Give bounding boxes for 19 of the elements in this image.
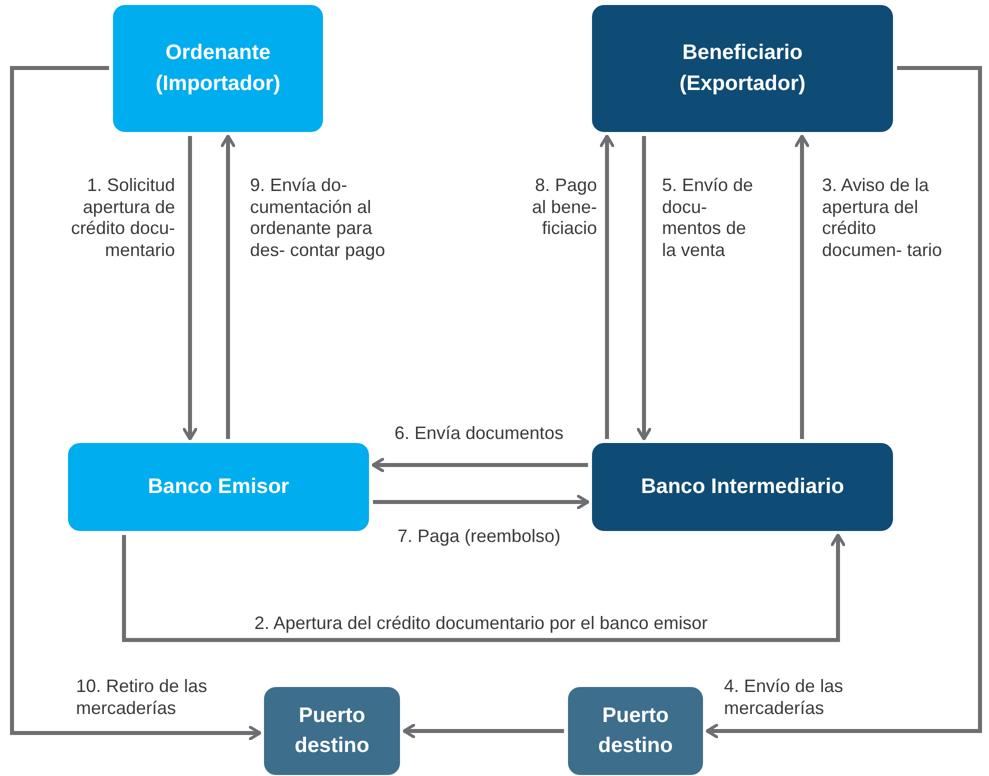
arrow bbox=[182, 136, 198, 440]
arrow bbox=[373, 494, 590, 510]
process-box: Ordenante (Importador) bbox=[113, 5, 323, 132]
arrow bbox=[706, 66, 982, 738]
arrow bbox=[794, 134, 810, 439]
process-box: Beneficiario (Exportador) bbox=[592, 5, 893, 132]
process-box: Banco Emisor bbox=[68, 443, 369, 531]
process-box: Puerto destino bbox=[264, 687, 400, 775]
arrow bbox=[600, 134, 614, 439]
arrow bbox=[636, 136, 652, 440]
arrow bbox=[122, 534, 846, 642]
arrow bbox=[10, 66, 262, 740]
process-box: Puerto destino bbox=[568, 687, 703, 775]
arrow bbox=[372, 458, 588, 472]
arrow bbox=[220, 134, 236, 439]
edge-label: 2. Apertura del crédito documentario por el banco emisor bbox=[254, 613, 708, 635]
process-box: Banco Intermediario bbox=[592, 443, 893, 531]
arrow bbox=[402, 724, 564, 738]
edge-label: 7. Paga (reembolso) bbox=[397, 526, 561, 548]
